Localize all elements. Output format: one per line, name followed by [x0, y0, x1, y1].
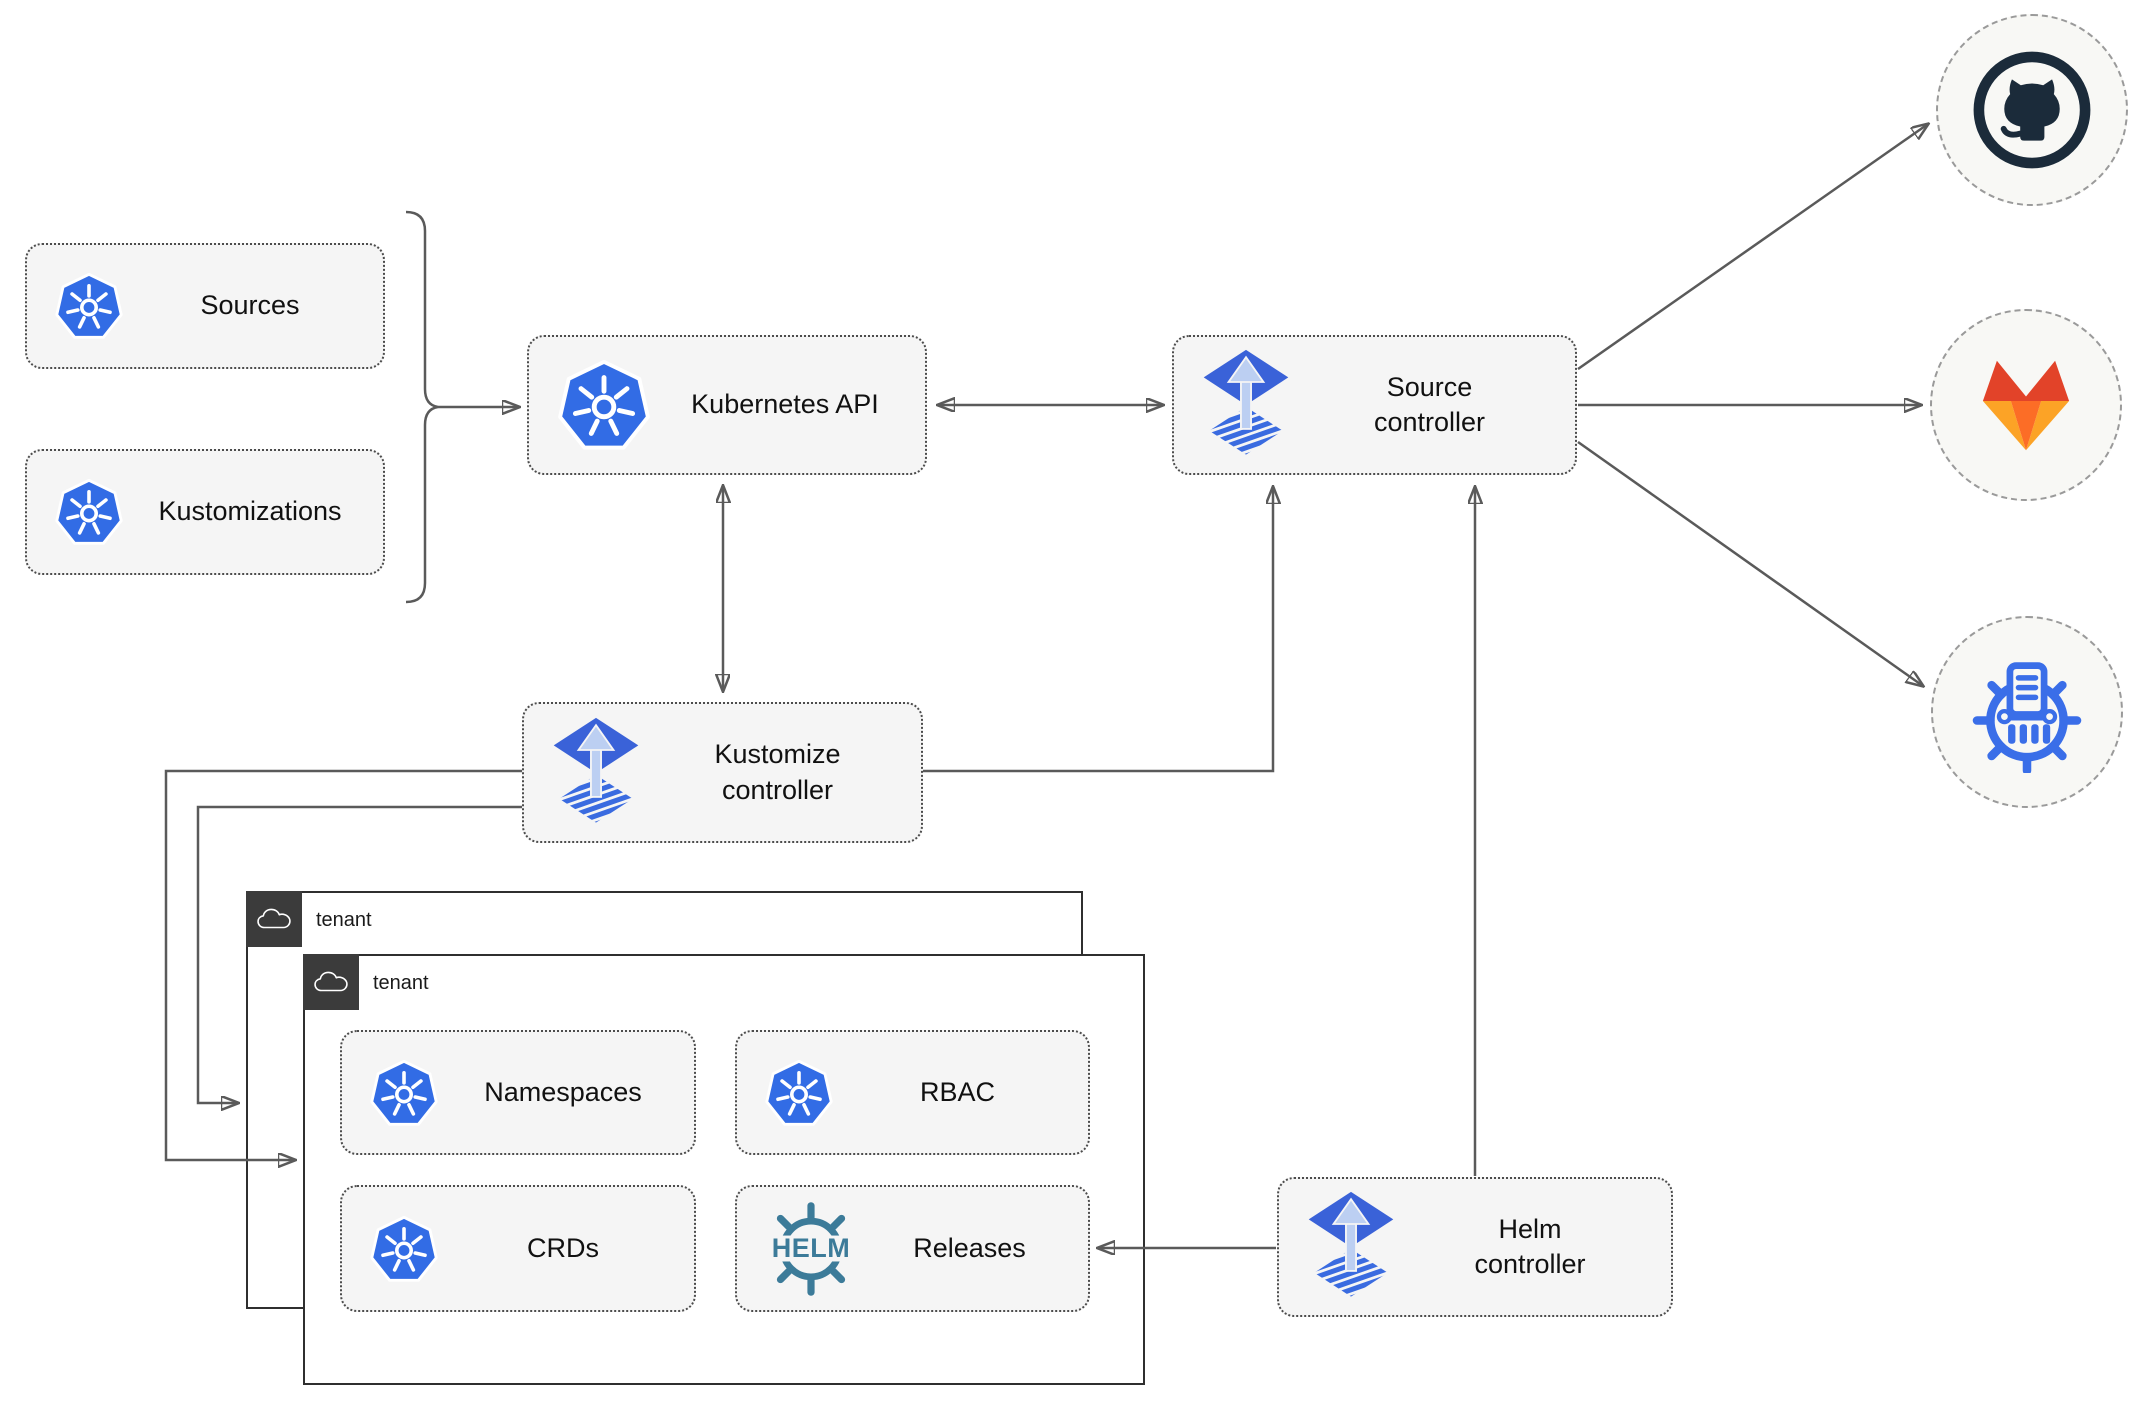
tenant-label: tenant [373, 971, 429, 994]
kubernetes-icon [53, 475, 125, 549]
connector-source-controller-to-github [1577, 124, 1928, 371]
flux-icon [1305, 1190, 1397, 1304]
node-releases-label: Releases [913, 1232, 1026, 1263]
node-crds-label: CRDs [527, 1232, 599, 1263]
flux-icon [1200, 348, 1292, 462]
kubernetes-icon [555, 355, 653, 455]
node-kustomizations: Kustomizations [25, 449, 385, 575]
gitlab-icon [1970, 354, 2082, 457]
node-kubernetes-api: Kubernetes API [527, 335, 927, 475]
node-rbac: RBAC [735, 1030, 1090, 1155]
bracket-sources-kustomizations [405, 210, 439, 604]
node-kustomize-controller: Kustomize controller [522, 702, 923, 843]
chart-repository-endpoint [1931, 616, 2123, 808]
tenant-label: tenant [316, 908, 372, 931]
node-helm-controller: Helm controller [1277, 1177, 1673, 1317]
node-sources: Sources [25, 243, 385, 369]
node-releases: HELM Releases [735, 1185, 1090, 1312]
kubernetes-icon [53, 269, 125, 343]
cloud-icon [314, 971, 348, 993]
node-helm-controller-label: Helm controller [1474, 1213, 1586, 1279]
node-kustomizations-label: Kustomizations [158, 496, 342, 527]
node-kustomize-controller-label: Kustomize controller [714, 739, 841, 805]
connector-source-controller-to-chart-repository [1577, 440, 1923, 686]
github-endpoint [1936, 14, 2128, 206]
kubernetes-icon [368, 1212, 440, 1286]
connector-kustomize-controller-to-source-controller [923, 487, 1273, 773]
node-kubernetes-api-label: Kubernetes API [691, 389, 879, 420]
tenant-tab [245, 890, 302, 947]
node-sources-label: Sources [200, 290, 300, 321]
node-source-controller: Source controller [1172, 335, 1577, 475]
kubernetes-icon [763, 1056, 835, 1130]
tenant-tab [302, 953, 359, 1010]
chart-repository-icon [1966, 651, 2088, 773]
tenant-box-inner: tenant [302, 953, 1145, 1385]
cloud-icon [257, 908, 291, 930]
github-icon [1973, 51, 2091, 169]
helm-logo-text: HELM [771, 1233, 851, 1263]
kubernetes-icon [368, 1056, 440, 1130]
node-namespaces-label: Namespaces [484, 1076, 642, 1107]
node-crds: CRDs [340, 1185, 696, 1312]
node-rbac-label: RBAC [919, 1076, 995, 1107]
node-namespaces: Namespaces [340, 1030, 696, 1155]
helm-icon: HELM [763, 1201, 859, 1297]
flux-icon [550, 716, 642, 830]
gitlab-endpoint [1930, 309, 2122, 501]
node-source-controller-label: Source controller [1373, 371, 1486, 437]
